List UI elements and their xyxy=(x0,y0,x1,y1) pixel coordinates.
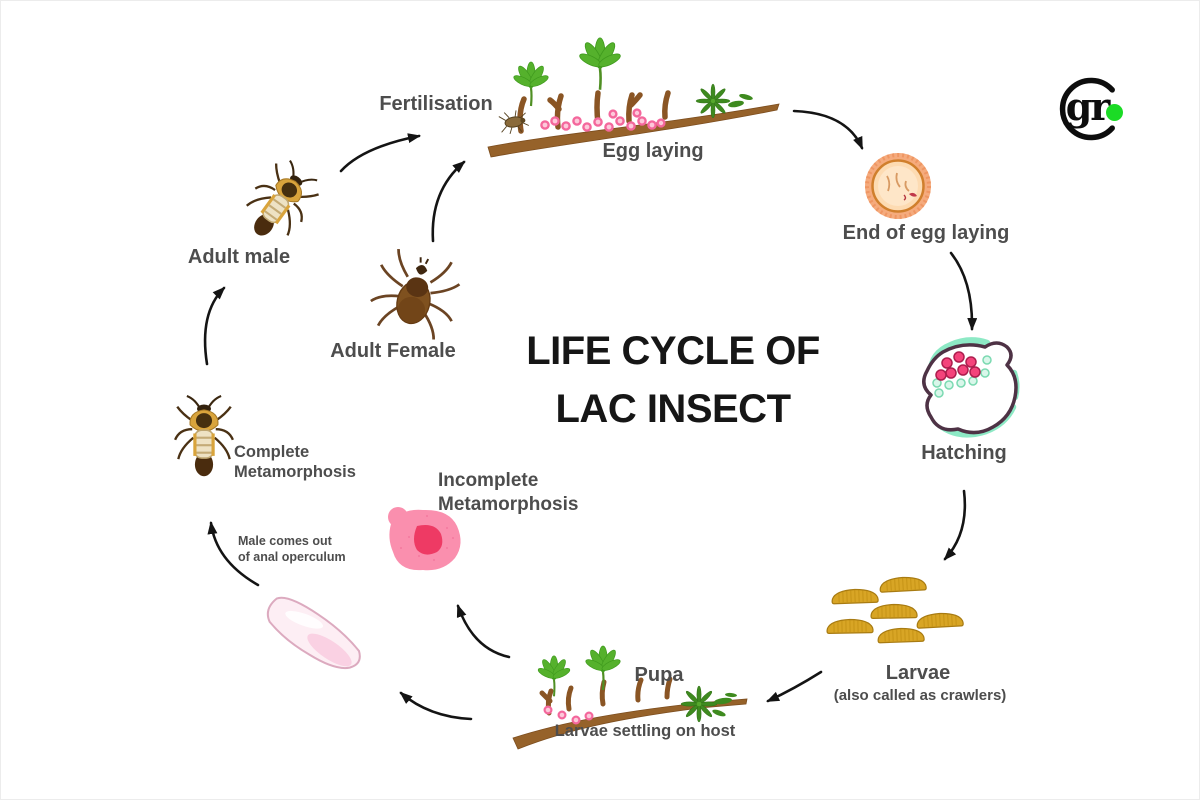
adult-male-insect-illustration xyxy=(232,152,329,253)
lac-eggs-icon xyxy=(540,108,666,132)
arrow-end-of-egg-laying-to-hatching xyxy=(949,251,978,331)
brand-logo-green-dot-icon xyxy=(1106,104,1123,121)
label-pupa: Pupa xyxy=(634,664,684,686)
diagram-title-line1: LIFE CYCLE OF xyxy=(526,329,820,373)
pupa-shell-illustration xyxy=(266,596,361,670)
arrow-host-to-incomplete-metamorphosis xyxy=(456,604,511,659)
diagram-title-line2: LAC INSECT xyxy=(555,387,792,431)
hatching-cell-illustration xyxy=(922,337,1020,438)
arrow-larvae-to-host-branch xyxy=(766,670,823,703)
arrow-pupa-shell-to-complete-metamorphosis xyxy=(207,521,260,587)
label-egg-laying: Egg laying xyxy=(602,140,704,162)
host-branch-illustration xyxy=(512,644,748,750)
label-end-of-egg-laying: End of egg laying xyxy=(842,222,1010,244)
cycle-arrows xyxy=(203,109,978,721)
lac-insect-on-branch-icon xyxy=(498,110,530,135)
arrow-adult-female-to-fertilisation xyxy=(431,160,466,243)
arrow-hatching-to-larvae xyxy=(943,489,967,561)
arrow-host-to-pupa-shell xyxy=(399,691,473,721)
egg-mass-illustration xyxy=(865,153,931,219)
label-fertilisation: Fertilisation xyxy=(379,93,493,115)
incomplete-metamorphosis-cell-illustration xyxy=(388,507,461,571)
larvae-cluster-illustration xyxy=(826,575,964,644)
arrow-adult-male-to-fertilisation xyxy=(339,133,421,173)
label-adult-male: Adult male xyxy=(187,246,291,268)
arrow-egg-laying-to-end-of-egg-laying xyxy=(792,109,864,150)
label-larvae-settling: Larvae settling on host xyxy=(554,722,736,740)
label-hatching: Hatching xyxy=(921,442,1007,464)
label-incomplete-metamorphosis: Incomplete Metamorphosis xyxy=(438,470,579,515)
brand-logo-text: gr xyxy=(1065,84,1111,129)
label-larvae-sublabel: (also called as crawlers) xyxy=(833,687,1007,704)
label-complete-metamorphosis: Complete Metamorphosis xyxy=(234,443,356,481)
logo-circle-icon xyxy=(1059,77,1115,141)
complete-metamorphosis-insect-illustration xyxy=(173,394,235,478)
label-male-operculum: Male comes out of anal operculum xyxy=(238,534,346,564)
label-adult-female: Adult Female xyxy=(330,340,456,362)
egg-laying-branch-illustration xyxy=(487,36,780,158)
adult-female-insect-illustration xyxy=(364,244,467,345)
arrow-complete-metamorphosis-to-adult-male xyxy=(203,286,226,366)
label-larvae: Larvae xyxy=(885,662,951,684)
